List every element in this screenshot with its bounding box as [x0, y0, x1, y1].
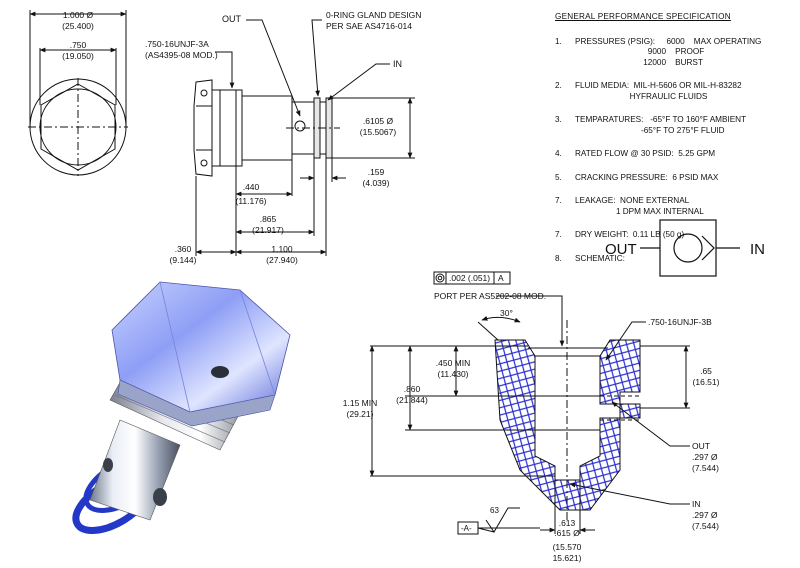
datum-label: -A- — [461, 524, 472, 533]
side-view-thread-2: (AS4395-08 MOD.) — [145, 50, 218, 60]
spec-text: RATED FLOW @ 30 PSID: 5.25 GPM — [575, 149, 716, 158]
tolerance-datum: A — [498, 273, 504, 283]
spec-num: 4. — [555, 149, 562, 158]
bore-mm-2: 15.621) — [553, 553, 582, 563]
side-view-in-label: IN — [393, 59, 402, 69]
schematic-symbol — [640, 219, 740, 277]
bore-in-1: .613 — [559, 518, 576, 528]
port-spec-label: PORT PER AS5202-08 MOD. — [434, 291, 546, 301]
spec-num: 5. — [555, 172, 562, 182]
side-view-thread-1: .750-16UNJF-3A — [145, 39, 209, 49]
spec-item: 7. LEAKAGE: NONE EXTERNAL 1 DPM MAX INTE… — [555, 196, 795, 217]
side-view-d1100-mm: (27.940) — [266, 255, 298, 265]
top-view-inner-mm: (19.050) — [62, 51, 94, 61]
spec-num: 7. — [555, 196, 562, 205]
side-view-gland-2: PER SAE AS4716-014 — [326, 21, 412, 31]
side-view-dia-in: .6105 Ø — [363, 116, 394, 126]
schematic-in-label: IN — [750, 241, 765, 258]
spec-num: 3. — [555, 115, 562, 124]
port-d115-in: 1.15 MIN — [343, 398, 378, 408]
top-view — [28, 10, 128, 176]
side-view-d159-mm: (4.039) — [363, 178, 390, 188]
side-view-d360-mm: (9.144) — [170, 255, 197, 265]
spec-item: 1. PRESSURES (PSIG): 6000 MAX OPERATING … — [555, 37, 795, 69]
spec-item: 5. CRACKING PRESSURE: 6 PSID MAX — [555, 173, 795, 184]
spec-text: TEMPARATURES: -65°F TO 160°F AMBIENT -65… — [575, 115, 747, 135]
port-d860-in: .860 — [404, 384, 421, 394]
side-view-dia-mm: (15.5067) — [360, 127, 397, 137]
spec-item: 8. SCHEMATIC: — [555, 254, 795, 265]
bore-in-2: .615 Ø — [554, 528, 580, 538]
side-view-gland-1: 0-RING GLAND DESIGN — [326, 10, 421, 20]
side-view-hex — [193, 79, 213, 177]
spec-item: 4. RATED FLOW @ 30 PSID: 5.25 GPM — [555, 149, 795, 160]
spec-text: CRACKING PRESSURE: 6 PSID MAX — [575, 172, 719, 182]
side-view — [193, 19, 415, 256]
tolerance-value: .002 (.051) — [449, 273, 490, 283]
top-view-dia-mm: (25.400) — [62, 21, 94, 31]
surface-finish: 63 — [490, 506, 499, 515]
port-d860-mm: (21.844) — [396, 395, 428, 405]
port-out-label: OUT — [692, 441, 710, 451]
top-view-inner-in: .750 — [70, 40, 87, 50]
spec-text: DRY WEIGHT: 0.11 LB (50 g) — [575, 230, 685, 239]
tolerance-frame — [433, 271, 511, 285]
side-view-d360-in: .360 — [175, 244, 192, 254]
spec-item: 3. TEMPARATURES: -65°F TO 160°F AMBIENT … — [555, 115, 795, 136]
side-view-out-port — [294, 120, 306, 132]
port-thread: .750-16UNJF-3B — [648, 317, 712, 327]
side-view-d1100-in: 1.100 — [271, 244, 293, 254]
top-view-dia-in: 1.000 Ø — [63, 10, 94, 20]
side-view-d440-in: .440 — [243, 182, 260, 192]
side-view-d865-mm: (21.917) — [252, 225, 284, 235]
spec-num: 2. — [555, 81, 562, 90]
side-view-d440-mm: (11.176) — [235, 196, 266, 206]
port-out-dia-mm: (7.544) — [692, 463, 719, 473]
port-in-dia-in: .297 Ø — [692, 510, 718, 520]
port-section — [369, 271, 690, 535]
port-d65-in: .65 — [700, 366, 712, 376]
port-in-dia-mm: (7.544) — [692, 521, 719, 531]
port-out-dia-in: .297 Ø — [692, 452, 718, 462]
bore-mm-1: (15.570 — [553, 542, 582, 552]
port-in-label: IN — [692, 499, 701, 509]
port-d450-mm: (11.430) — [437, 369, 468, 379]
side-view-out-label: OUT — [222, 14, 242, 24]
spec-title: GENERAL PERFORMANCE SPECIFICATION — [555, 12, 731, 21]
port-d115-mm: (29.21) — [347, 409, 374, 419]
side-view-d159-in: .159 — [368, 167, 385, 177]
port-d65-mm: (16.51) — [693, 377, 720, 387]
spec-text: SCHEMATIC: — [575, 253, 625, 263]
side-view-thread — [211, 89, 243, 167]
side-view-d865-in: .865 — [260, 214, 277, 224]
performance-spec: GENERAL PERFORMANCE SPECIFICATION 1. PRE… — [555, 12, 795, 277]
valve-3d-render — [72, 281, 291, 534]
schematic-out-label: OUT — [605, 241, 637, 258]
spec-num: 7. — [555, 230, 562, 239]
spec-text: PRESSURES (PSIG): 6000 MAX OPERATING 900… — [575, 36, 762, 67]
spec-item: 2. FLUID MEDIA: MIL-H-5606 OR MIL-H-8328… — [555, 81, 795, 102]
spec-num: 1. — [555, 36, 562, 46]
port-d450-in: .450 MIN — [436, 358, 471, 368]
port-section-hatch — [494, 339, 641, 511]
spec-item: 7. DRY WEIGHT: 0.11 LB (50 g) — [555, 230, 795, 241]
port-angle: 30° — [500, 308, 513, 318]
spec-text: LEAKAGE: NONE EXTERNAL 1 DPM MAX INTERNA… — [575, 196, 704, 216]
spec-num: 8. — [555, 253, 562, 263]
spec-text: FLUID MEDIA: MIL-H-5606 OR MIL-H-83282 H… — [575, 81, 742, 101]
